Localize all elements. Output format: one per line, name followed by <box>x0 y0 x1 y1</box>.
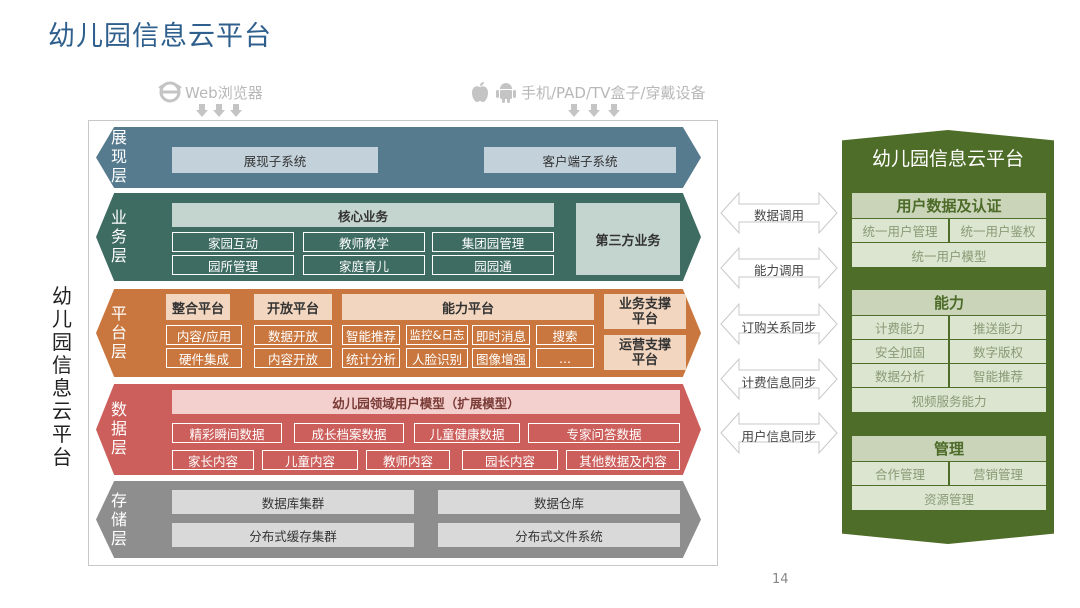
sync-label: 用户信息同步 <box>741 429 817 444</box>
ie-browser-icon <box>158 81 182 103</box>
data-item: 儿童内容 <box>262 450 358 470</box>
panel-item: 安全加固 <box>852 340 948 363</box>
client-subsystem: 客户端子系统 <box>484 147 676 173</box>
panel-item: 合作管理 <box>852 462 948 485</box>
data-item: 成长档案数据 <box>294 423 404 443</box>
platform-item: 硬件集成 <box>166 348 242 368</box>
capability-item: ... <box>536 348 594 368</box>
layer-name: 存储层 <box>110 491 127 548</box>
management-header: 管理 <box>852 436 1046 461</box>
capability-item: 搜索 <box>536 325 594 345</box>
platform-item: 数据开放 <box>254 325 332 345</box>
down-arrows-mobile-icon <box>568 104 620 117</box>
sync-label: 能力调用 <box>753 263 804 278</box>
sync-label: 计费信息同步 <box>741 375 817 390</box>
double-arrow-icon <box>720 302 838 346</box>
panel-item: 统一用户鉴权 <box>950 219 1046 242</box>
capability-item: 统计分析 <box>342 348 400 368</box>
platform-item: 内容开放 <box>254 348 332 368</box>
data-item: 儿童健康数据 <box>414 423 520 443</box>
open-platform: 开放平台 <box>254 294 332 320</box>
capability-platform: 能力平台 <box>342 294 594 320</box>
panel-item: 营销管理 <box>950 462 1046 485</box>
capability-item: 监控&日志 <box>406 325 468 345</box>
domain-user-model: 幼儿园领域用户模型（扩展模型） <box>172 390 680 414</box>
business-item: 教师教学 <box>303 232 425 252</box>
capability-item: 人脸识别 <box>406 348 468 368</box>
page-number: 14 <box>772 572 789 587</box>
business-support-platform: 业务支撑平台 <box>604 294 686 329</box>
double-arrow-icon <box>720 357 838 401</box>
data-item: 园长内容 <box>462 450 558 470</box>
android-icon <box>496 83 516 103</box>
layer-name: 数据层 <box>110 400 127 457</box>
integration-platform: 整合平台 <box>166 294 230 320</box>
distributed-file-system: 分布式文件系统 <box>438 523 680 547</box>
data-warehouse: 数据仓库 <box>438 490 680 514</box>
right-panel-title: 幼儿园信息云平台 <box>871 148 1024 170</box>
data-item: 其他数据及内容 <box>566 450 680 470</box>
down-arrows-web-icon <box>196 104 242 117</box>
panel-item: 统一用户管理 <box>852 219 948 242</box>
panel-item: 数据分析 <box>852 364 948 387</box>
storage-layer: 存储层 数据库集群 数据仓库 分布式缓存集群 分布式文件系统 <box>96 481 701 558</box>
web-client: Web浏览器 <box>158 80 263 104</box>
web-client-label: Web浏览器 <box>185 83 263 102</box>
layer-name: 业务层 <box>110 208 127 265</box>
panel-item: 视频服务能力 <box>852 388 1046 412</box>
sync-label: 订购关系同步 <box>741 320 817 335</box>
data-layer: 数据层 幼儿园领域用户模型（扩展模型） 精彩瞬间数据 成长档案数据 儿童健康数据… <box>96 384 701 475</box>
business-layer: 业务层 核心业务 家园互动 教师教学 集团园管理 园所管理 家庭育儿 园园通 第… <box>96 193 701 281</box>
third-party-business: 第三方业务 <box>576 203 680 275</box>
business-item: 园所管理 <box>172 255 294 275</box>
data-item: 家长内容 <box>172 450 254 470</box>
user-data-auth-header: 用户数据及认证 <box>852 193 1046 218</box>
panel-item: 统一用户模型 <box>852 243 1046 267</box>
capability-header: 能力 <box>852 290 1046 315</box>
business-item: 园园通 <box>432 255 554 275</box>
data-item: 精彩瞬间数据 <box>172 423 282 443</box>
layer-name: 平台层 <box>110 304 127 361</box>
panel-item: 智能推荐 <box>950 364 1046 387</box>
distributed-cache-cluster: 分布式缓存集群 <box>172 523 414 547</box>
core-business: 核心业务 <box>172 203 554 227</box>
page-title: 幼儿园信息云平台 <box>48 21 272 52</box>
sync-label: 数据调用 <box>753 208 804 223</box>
business-item: 家庭育儿 <box>303 255 425 275</box>
mobile-client-label: 手机/PAD/TV盒子/穿戴设备 <box>521 83 706 102</box>
business-item: 集团园管理 <box>432 232 554 252</box>
panel-item: 计费能力 <box>852 316 948 339</box>
mobile-client: 手机/PAD/TV盒子/穿戴设备 <box>470 80 705 104</box>
business-item: 家园互动 <box>172 232 294 252</box>
double-arrow-icon <box>720 191 838 235</box>
capability-item: 智能推荐 <box>342 325 400 345</box>
capability-item: 图像增强 <box>472 348 530 368</box>
double-arrow-icon <box>720 246 838 290</box>
double-arrow-icon <box>720 411 838 455</box>
data-item: 专家问答数据 <box>528 423 680 443</box>
database-cluster: 数据库集群 <box>172 490 414 514</box>
data-item: 教师内容 <box>366 450 450 470</box>
panel-item: 数字版权 <box>950 340 1046 363</box>
capability-item: 即时消息 <box>472 325 530 345</box>
presentation-subsystem: 展现子系统 <box>172 147 378 173</box>
operation-support-platform: 运营支撑平台 <box>604 335 686 370</box>
platform-item: 内容/应用 <box>166 325 242 345</box>
vertical-title: 幼儿园信息云平台 <box>52 284 72 469</box>
platform-layer: 平台层 整合平台 内容/应用 硬件集成 开放平台 数据开放 内容开放 能力平台 … <box>96 289 701 377</box>
panel-item: 推送能力 <box>950 316 1046 339</box>
layer-name: 展现层 <box>110 128 127 185</box>
apple-icon <box>472 82 488 102</box>
presentation-layer: 展现层 展现子系统 客户端子系统 <box>96 127 701 188</box>
panel-item: 资源管理 <box>852 486 1046 510</box>
